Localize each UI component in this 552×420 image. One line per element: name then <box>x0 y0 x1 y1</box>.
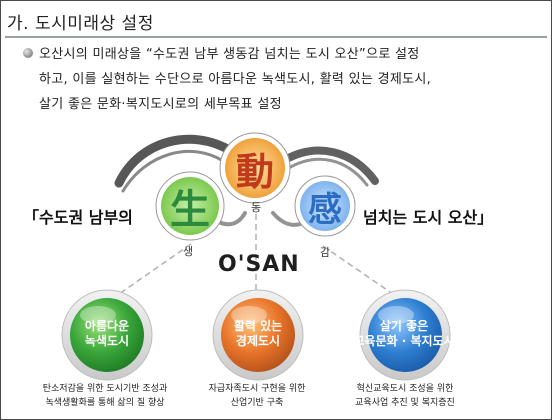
osan-logo: O'SAN <box>218 252 300 277</box>
goal-circle-orange <box>212 289 304 381</box>
goal-desc-orange-line1: 자급자족도시 구현을 위한 <box>208 384 306 394</box>
goal-label-blue-line2: 교육문화 · 복지도시 <box>353 334 455 348</box>
goal-label-green-line1: 아름다운 <box>84 319 130 333</box>
gam-hanja-icon: 感 <box>308 189 342 230</box>
goal-desc-green: 탄소저감을 위한 도시기반 조성과 녹색생활화를 통해 삶의 질 향상 <box>25 382 185 410</box>
goal-label-orange-line2: 경제도시 <box>235 334 281 348</box>
gam-circle <box>294 175 356 237</box>
goal-desc-blue: 혁신교육도시 조성을 위한 교육사업 추진 및 복지증진 <box>335 382 475 410</box>
goal-desc-green-line1: 탄소저감을 위한 도시기반 조성과 <box>42 384 168 394</box>
section-title: 가. 도시미래상 설정 <box>7 14 154 34</box>
goal-desc-orange: 자급자족도시 구현을 위한 산업기반 구축 <box>181 382 333 410</box>
goal-desc-blue-line2: 교육사업 추진 및 복지증진 <box>355 398 455 408</box>
goal-label-blue: 살기 좋은 교육문화 · 복지도시 <box>345 319 463 349</box>
dong-hangul: 동 <box>251 201 262 214</box>
gam-hangul: 감 <box>320 246 331 259</box>
goal-circle-blue <box>359 289 451 381</box>
intro-line-1: 오산시의 미래상을 “수도권 남부 생동감 넘치는 도시 오산”으로 설정 <box>39 47 420 62</box>
saeng-hanja-icon: 生 <box>170 186 210 233</box>
goal-label-blue-line1: 살기 좋은 <box>379 319 429 333</box>
goal-desc-orange-line2: 산업기반 구축 <box>230 398 284 408</box>
saeng-hangul: 생 <box>183 245 194 258</box>
slogan-right: 넘치는 도시 오산」 <box>363 208 494 227</box>
dong-hanja-icon: 動 <box>235 148 274 194</box>
goal-label-green: 아름다운 녹색도시 <box>65 319 149 349</box>
goal-label-green-line2: 녹색도시 <box>84 334 130 348</box>
saeng-circle <box>155 171 225 241</box>
title-divider <box>5 36 547 38</box>
goal-label-orange-line1: 활력 있는 <box>233 319 283 333</box>
intro-line-3: 살기 좋은 문화·복지도시로의 세부목표 설정 <box>39 97 282 112</box>
goal-circle-green <box>61 289 153 381</box>
dong-circle <box>219 132 291 204</box>
slogan-left: 「수도권 남부의 <box>23 208 133 227</box>
bullet-icon <box>23 48 33 58</box>
goal-desc-green-line2: 녹색생활화를 통해 삶의 질 향상 <box>45 398 165 408</box>
intro-line-2: 하고, 이를 실현하는 수단으로 아름다운 녹색도시, 활력 있는 경제도시, <box>39 72 432 87</box>
goal-label-orange: 활력 있는 경제도시 <box>211 319 305 349</box>
goal-desc-blue-line1: 혁신교육도시 조성을 위한 <box>356 384 454 394</box>
